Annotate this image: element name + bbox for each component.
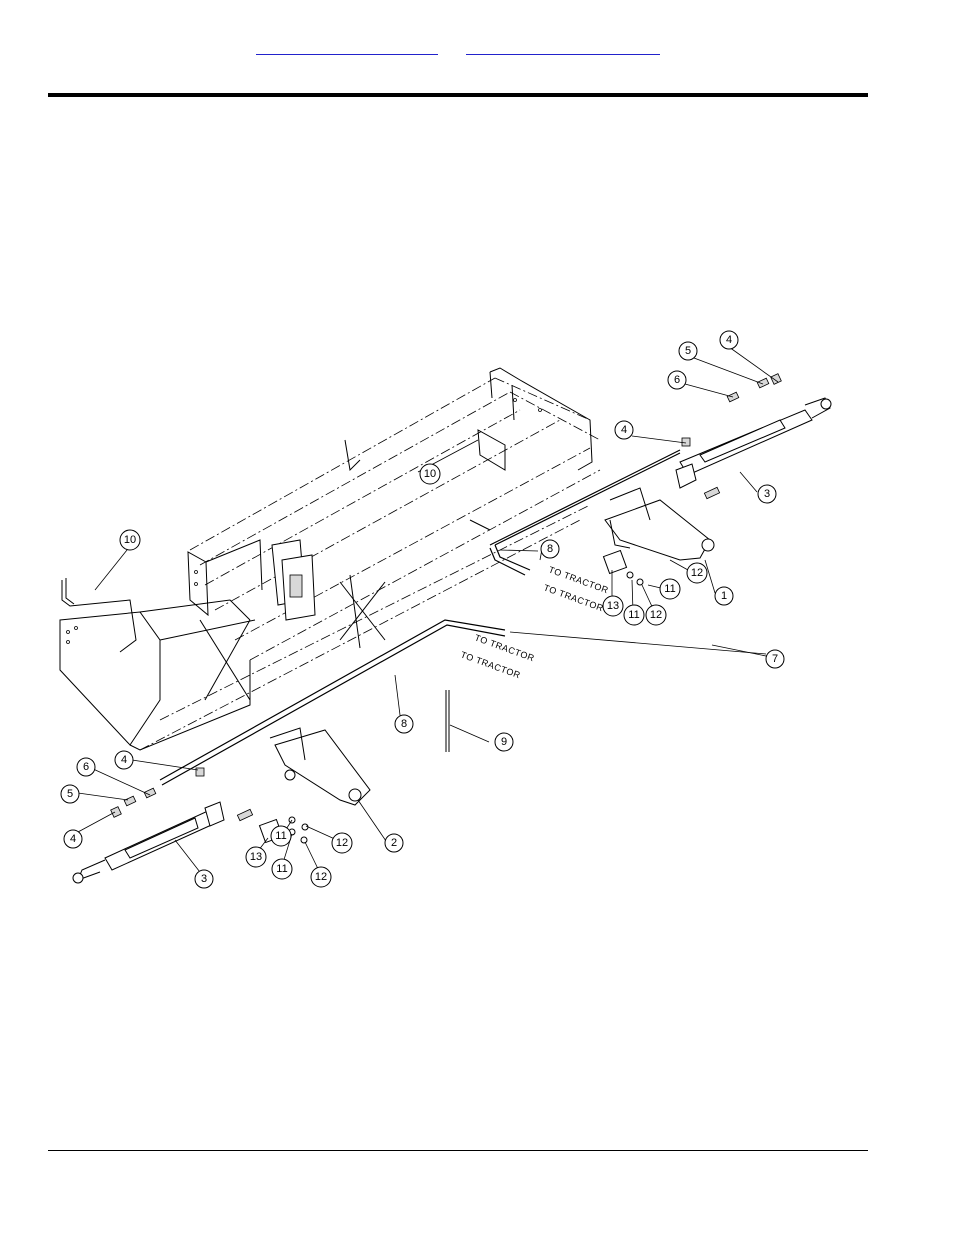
hardware	[111, 374, 782, 843]
callout-12-left-a: 12	[332, 833, 352, 853]
callout-11-left-b: 11	[272, 859, 292, 879]
svg-text:4: 4	[726, 334, 732, 346]
callout-13-left: 13	[246, 847, 266, 867]
callout-8-center: 8	[395, 715, 413, 733]
callout-12-left-b: 12	[311, 867, 331, 887]
callout-4-left-a: 4	[115, 751, 133, 769]
callout-3-left: 3	[195, 870, 213, 888]
callout-1: 1	[715, 587, 733, 605]
hydraulic-hoses	[160, 450, 680, 785]
svg-text:12: 12	[691, 567, 703, 579]
callout-11-right-b: 11	[624, 605, 644, 625]
svg-text:7: 7	[772, 653, 778, 665]
svg-text:4: 4	[121, 754, 127, 766]
callout-5-top: 5	[679, 342, 697, 360]
svg-text:11: 11	[628, 609, 639, 621]
callout-12-right-b: 12	[646, 605, 666, 625]
callout-11-right-a: 11	[660, 579, 680, 599]
callout-2: 2	[385, 834, 403, 852]
svg-text:10: 10	[424, 468, 436, 480]
svg-text:12: 12	[336, 837, 348, 849]
callout-12-right-a: 12	[687, 563, 707, 583]
svg-text:12: 12	[650, 609, 662, 621]
svg-text:1: 1	[721, 590, 727, 602]
svg-text:11: 11	[275, 830, 286, 842]
cylinder-left	[73, 802, 253, 883]
svg-text:10: 10	[124, 534, 136, 546]
main-frame	[60, 368, 600, 750]
callout-3-right: 3	[758, 485, 776, 503]
callout-4-top: 4	[720, 331, 738, 349]
callout-10-center: 10	[420, 464, 440, 484]
lift-arm-right	[605, 488, 714, 560]
svg-text:4: 4	[621, 424, 627, 436]
svg-text:12: 12	[315, 871, 327, 883]
svg-text:9: 9	[501, 736, 507, 748]
svg-text:4: 4	[70, 833, 76, 845]
callout-10-left: 10	[120, 530, 140, 550]
svg-text:11: 11	[276, 863, 287, 875]
svg-text:13: 13	[607, 600, 619, 612]
svg-text:3: 3	[764, 488, 770, 500]
cylinder-right	[676, 398, 831, 499]
callout-5-left: 5	[61, 785, 79, 803]
lift-arm-left	[270, 728, 370, 805]
callout-6-left: 6	[77, 758, 95, 776]
callout-8-right: 8	[541, 540, 559, 558]
svg-text:5: 5	[685, 345, 691, 357]
callout-6-top: 6	[668, 371, 686, 389]
svg-text:11: 11	[664, 583, 675, 595]
callout-11-left-a: 11	[271, 826, 291, 846]
callout-13-right: 13	[603, 596, 623, 616]
svg-text:3: 3	[201, 873, 207, 885]
svg-text:6: 6	[83, 761, 89, 773]
svg-text:2: 2	[391, 837, 397, 849]
callout-9: 9	[495, 733, 513, 751]
svg-text:13: 13	[250, 851, 262, 863]
handle-center	[478, 430, 505, 470]
svg-text:8: 8	[401, 718, 407, 730]
callout-4-mid: 4	[615, 421, 633, 439]
leader-lines	[78, 347, 778, 876]
svg-text:5: 5	[67, 788, 73, 800]
callout-4-left-b: 4	[64, 830, 82, 848]
svg-text:8: 8	[547, 543, 553, 555]
handle-left	[62, 578, 136, 652]
svg-text:6: 6	[674, 374, 680, 386]
callout-7: 7	[766, 650, 784, 668]
